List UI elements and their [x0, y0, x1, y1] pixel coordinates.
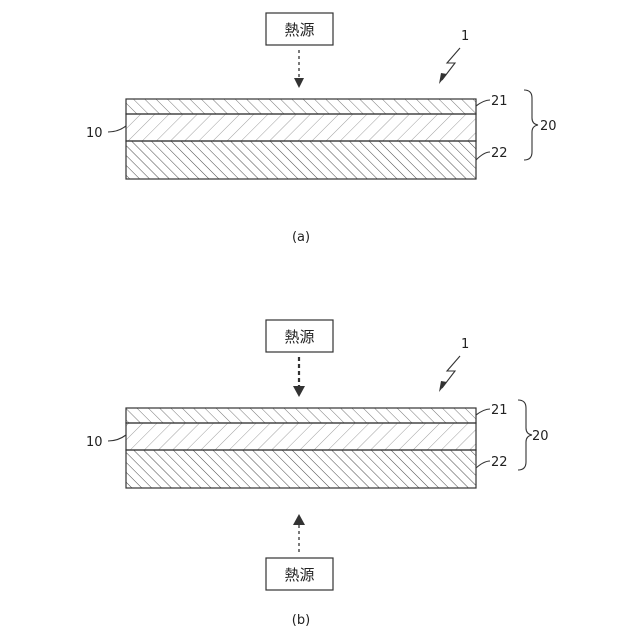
figure-b: 熱源 1 21 22 10 20: [86, 320, 549, 628]
label-10: 10: [86, 126, 103, 141]
heat-arrow-up: [293, 514, 305, 552]
leader-21: [476, 409, 490, 415]
heat-source-label: 熱源: [284, 566, 314, 584]
device-label: 1: [461, 29, 469, 44]
label-22: 22: [491, 455, 508, 470]
layer-21: [126, 99, 476, 114]
layer-21: [126, 408, 476, 423]
caption-a: (a): [292, 230, 310, 245]
brace-20: [518, 400, 532, 470]
brace-20: [524, 90, 538, 160]
label-10: 10: [86, 435, 103, 450]
device-pointer-arrow: [439, 48, 460, 84]
layer-22: [126, 450, 476, 488]
layer-10: [126, 114, 476, 141]
leader-22: [476, 461, 490, 468]
heat-source-label: 熱源: [284, 21, 314, 39]
leader-10: [108, 126, 126, 132]
heat-source-top: 熱源: [266, 13, 333, 45]
label-22: 22: [491, 146, 508, 161]
heat-arrow-down: [293, 357, 305, 397]
device-label: 1: [461, 337, 469, 352]
label-20: 20: [532, 429, 549, 444]
leader-21: [476, 100, 490, 106]
layer-10: [126, 423, 476, 450]
caption-b: (b): [292, 613, 310, 628]
label-21: 21: [491, 403, 508, 418]
heat-source-label: 熱源: [284, 328, 314, 346]
layer-22: [126, 141, 476, 179]
label-20: 20: [540, 119, 557, 134]
figure-a: 熱源 1 21 22 10 20 (a): [86, 13, 557, 245]
device-pointer-arrow: [439, 356, 460, 392]
leader-22: [476, 152, 490, 160]
leader-10: [108, 435, 126, 441]
heat-source-bottom: 熱源: [266, 558, 333, 590]
heat-arrow-down: [294, 50, 304, 88]
label-21: 21: [491, 94, 508, 109]
heat-source-top: 熱源: [266, 320, 333, 352]
